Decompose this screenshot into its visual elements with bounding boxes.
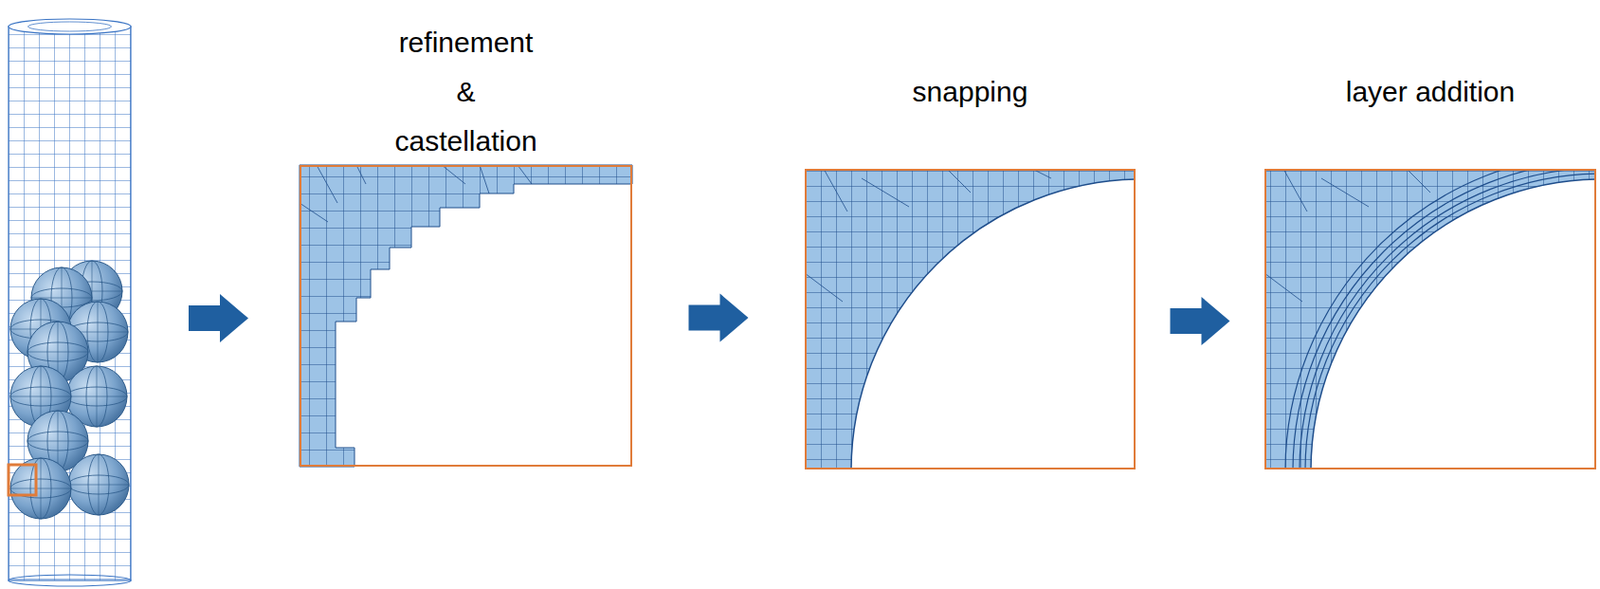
mesh-panel: refinement & castellation — [299, 164, 633, 467]
castellated-mesh — [299, 164, 633, 467]
step-heading: snapping — [804, 67, 1136, 117]
mesh-panel: layer addition — [1264, 168, 1597, 470]
step-heading: refinement & castellation — [395, 18, 538, 166]
step-heading: layer addition — [1264, 67, 1597, 117]
block-arrow — [188, 293, 249, 343]
snapped-mesh — [804, 168, 1136, 470]
mesh-panel: snapping — [804, 168, 1136, 470]
layered-mesh — [1264, 168, 1597, 470]
block-arrow — [1170, 296, 1231, 346]
block-arrow — [689, 293, 749, 343]
column-mesh — [8, 18, 131, 586]
